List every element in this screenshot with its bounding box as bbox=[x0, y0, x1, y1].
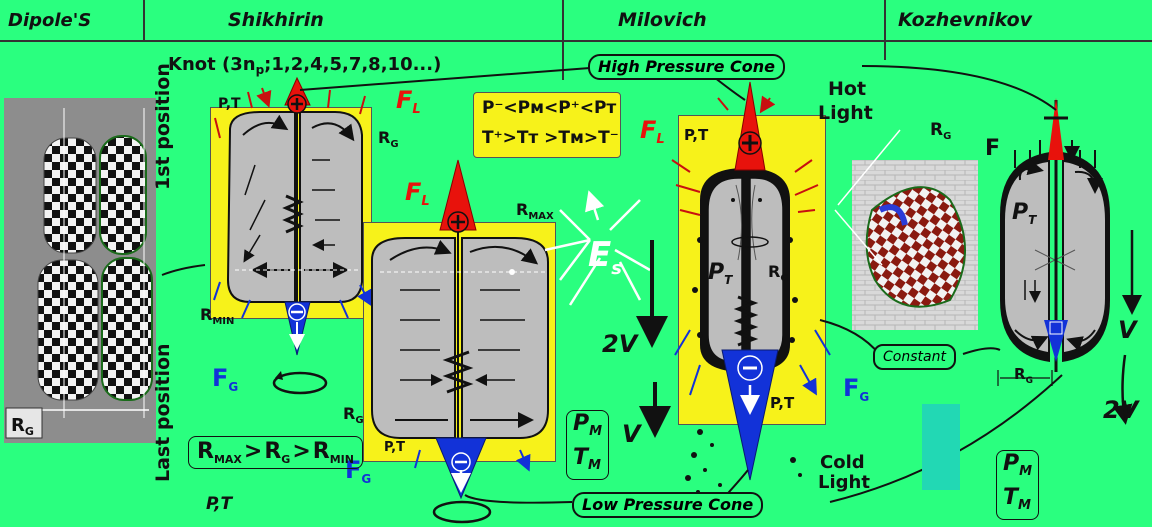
pt-internal-milovich: PT bbox=[708, 260, 732, 287]
hot-label: Hot bbox=[828, 78, 866, 100]
pm-tm-box-milovich: PM TM bbox=[566, 410, 609, 480]
cold-label: Cold bbox=[820, 452, 865, 473]
rg-label-lower: RG bbox=[343, 404, 364, 426]
pt-plus-label-milovich: P,T bbox=[684, 126, 708, 144]
constant-label: Constant bbox=[873, 344, 956, 370]
pt-milovich-bottom: P,T bbox=[770, 394, 794, 412]
light-label: Light bbox=[818, 102, 873, 124]
rmax-label: RMAX bbox=[516, 200, 554, 222]
fl-label-milovich: FL bbox=[640, 116, 665, 147]
rmin-label: RMIN bbox=[200, 305, 234, 327]
pt-bottom-label: P,T bbox=[206, 494, 232, 514]
high-pressure-cone-label: High Pressure Cone bbox=[588, 54, 785, 80]
pm-tm-box-kozhevnikov: PM TM bbox=[996, 450, 1039, 520]
twisted-dipole-image bbox=[835, 130, 978, 330]
pt-plus-label: P,T bbox=[218, 96, 241, 112]
rg-label-upper: RG bbox=[378, 128, 399, 150]
fl-label-lower: FL bbox=[405, 178, 430, 209]
teal-block bbox=[922, 404, 960, 490]
two-v-label-kozhevnikov: 2V bbox=[1103, 396, 1138, 424]
fl-label-upper: FL bbox=[396, 86, 421, 117]
shikhirin-upper-dipole bbox=[214, 78, 370, 393]
low-pressure-cone-label: Low Pressure Cone bbox=[572, 492, 763, 518]
f-label-kozhevnikov: F bbox=[985, 136, 1000, 161]
radius-relation-box: RMAX>RG>RMIN bbox=[188, 436, 363, 469]
v-label-milovich: V bbox=[622, 420, 641, 448]
es-label: Es bbox=[588, 235, 622, 279]
pt-lower-left: P,T bbox=[384, 440, 405, 455]
cold-light-label: Light bbox=[818, 472, 870, 493]
pt-internal-kozhevnikov: PT bbox=[1012, 200, 1036, 227]
milovich-dipole bbox=[652, 82, 830, 494]
v-label-kozhevnikov: V bbox=[1118, 316, 1137, 344]
fg-label-upper: FG bbox=[212, 364, 238, 394]
rg-label-milovich: RG bbox=[768, 262, 789, 284]
rg-label-kozhevnikov: RG bbox=[1014, 365, 1033, 386]
two-v-label-milovich: 2V bbox=[602, 330, 637, 358]
fg-label-milovich: FG bbox=[843, 374, 869, 404]
rg-label-twisted: RG bbox=[930, 120, 951, 142]
